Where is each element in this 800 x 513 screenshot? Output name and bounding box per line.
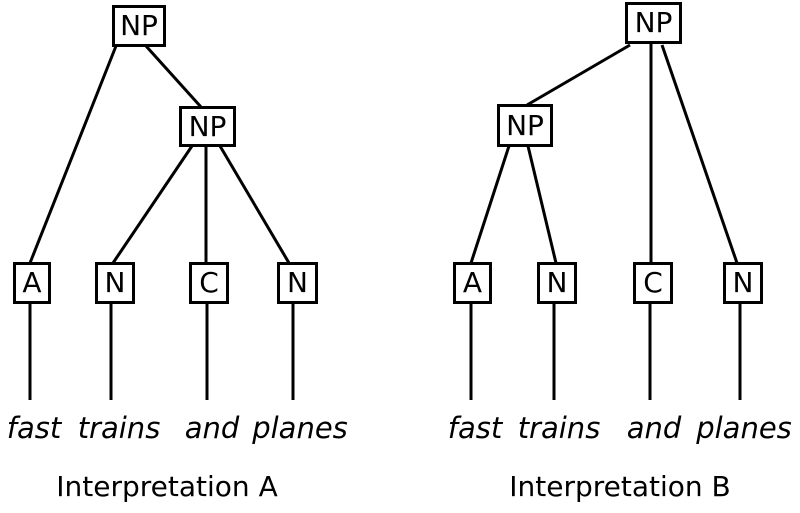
tree-b-word-trains: trains	[517, 411, 601, 445]
tree-a-edge-root-to-inner-np	[144, 44, 203, 109]
tree-b-leaf-c-node: C	[633, 262, 673, 304]
tree-a-caption: Interpretation A	[56, 470, 278, 503]
tree-b-leaf-a-node: A	[453, 262, 492, 304]
tree-a-word-fast: fast	[6, 411, 62, 445]
tree-a-root-np-node: NP	[112, 5, 166, 47]
tree-a-word-trains: trains	[77, 411, 161, 445]
tree-b-root-np-node: NP	[625, 2, 682, 44]
tree-b-leaf-n2-node: N	[723, 262, 763, 304]
tree-a-word-planes: planes	[252, 411, 348, 445]
tree-a-word-and: and	[184, 411, 240, 445]
tree-a-leaf-a-node: A	[13, 262, 51, 304]
tree-b-leaf-n1-node: N	[537, 262, 577, 304]
tree-b-edge-root-to-inner-np	[526, 43, 631, 107]
tree-b-inner-np-node: NP	[497, 104, 553, 147]
tree-b-edge-root-to-n2	[660, 44, 739, 264]
tree-b-word-and: and	[626, 411, 682, 445]
tree-a-inner-np-node: NP	[179, 106, 236, 147]
tree-a-edge-inner-np-to-n1	[111, 145, 194, 264]
tree-a-leaf-c-node: C	[189, 262, 229, 304]
tree-a-edge-inner-np-to-n2	[218, 145, 291, 264]
tree-b-word-planes: planes	[696, 411, 792, 445]
tree-b-edge-inner-np-to-a	[469, 145, 511, 264]
tree-a-edge-root-to-a	[28, 45, 118, 264]
tree-a-leaf-n1-node: N	[95, 262, 135, 304]
tree-b-edge-inner-np-to-n1	[526, 145, 558, 264]
tree-a-leaf-n2-node: N	[277, 262, 318, 304]
tree-b-caption: Interpretation B	[509, 470, 731, 503]
tree-b-word-fast: fast	[447, 411, 503, 445]
